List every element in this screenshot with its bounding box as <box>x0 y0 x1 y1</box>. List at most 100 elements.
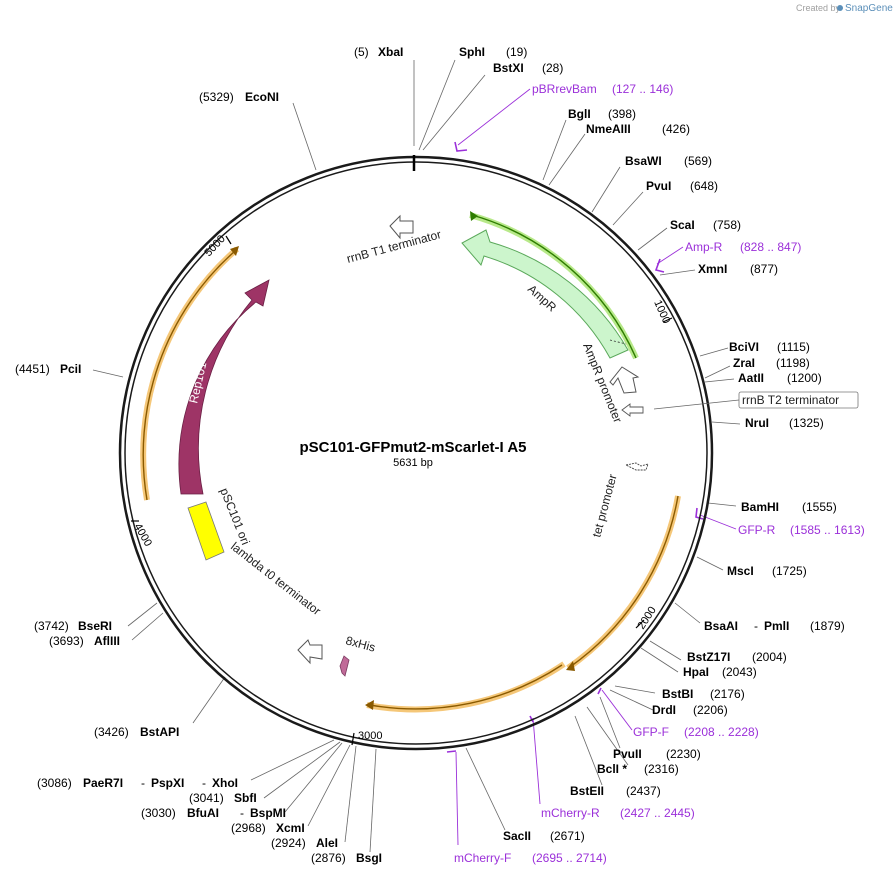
site-name-aflIII[interactable]: AflIII <box>94 634 120 648</box>
site-name-pmli[interactable]: PmlI <box>764 619 789 633</box>
primer-name-ampr[interactable]: Amp-R <box>685 240 723 254</box>
label-his-tag: 8xHis <box>344 633 377 654</box>
label-rrnb-t1: rrnB T1 terminator <box>345 227 442 266</box>
rep101-outer-arrowhead <box>230 246 239 256</box>
rrnb-t2-box: rrnB T2 terminator <box>653 391 859 410</box>
primer-name-mcherryr[interactable]: mCherry-R <box>541 806 600 820</box>
scale-ticks <box>131 235 673 746</box>
plasmid-name: pSC101-GFPmut2-mScarlet-I A5 <box>299 439 526 456</box>
site-name-bsgi[interactable]: BsgI <box>356 851 382 865</box>
primer-leaders <box>455 88 737 846</box>
site-name-scai[interactable]: ScaI <box>670 218 695 232</box>
primer-name-gfpf[interactable]: GFP-F <box>633 725 669 739</box>
site-name-bsawi[interactable]: BsaWI <box>625 154 662 168</box>
site-name-zrai[interactable]: ZraI <box>733 356 755 370</box>
site-pos-xmni: (877) <box>750 262 778 276</box>
site-name-alei[interactable]: AleI <box>316 836 338 850</box>
site-name-nrui[interactable]: NruI <box>745 416 769 430</box>
site-name-bgli[interactable]: BglI <box>568 107 591 121</box>
tick-3000: 3000 <box>358 730 382 742</box>
site-name-bstapi[interactable]: BstAPI <box>140 725 179 739</box>
site-pos-sphi: (19) <box>506 45 527 59</box>
site-name-pspxi[interactable]: PspXI <box>151 776 184 790</box>
primer-marks <box>446 141 704 753</box>
site-name-econi[interactable]: EcoNI <box>245 90 279 104</box>
site-name-drdi[interactable]: DrdI <box>652 703 676 717</box>
ampr-outer-arrowhead <box>470 211 478 221</box>
site-pos-pvuii: (2230) <box>666 747 701 761</box>
site-name-bstxi[interactable]: BstXI <box>493 61 524 75</box>
backbone <box>118 155 714 751</box>
site-name-pcii[interactable]: PciI <box>60 362 81 376</box>
label-tet-promoter: tet promoter <box>589 473 619 539</box>
label-rrnb-t2: rrnB T2 terminator <box>742 393 839 407</box>
primer-name-gfpr[interactable]: GFP-R <box>738 523 776 537</box>
site-pos-bstapi: (3426) <box>94 725 129 739</box>
site-pos-zrai: (1198) <box>776 356 810 370</box>
primer-range-mcherryr: (2427 .. 2445) <box>620 806 695 820</box>
site-name-bsaai[interactable]: BsaAI <box>704 619 738 633</box>
ampr-promoter-arrow <box>609 366 640 394</box>
site-name-xcmi[interactable]: XcmI <box>276 821 305 835</box>
site-name-bspmi[interactable]: BspMI <box>250 806 286 820</box>
gfp-arrowhead <box>566 661 575 671</box>
site-name-hpai[interactable]: HpaI <box>683 665 709 679</box>
site-pos-nmeaiii: (426) <box>662 122 690 136</box>
rrnb-t2-arrow <box>621 403 644 417</box>
site-name-xmni[interactable]: XmnI <box>698 262 727 276</box>
psc101-ori-feature <box>187 501 225 561</box>
primer-range-pbrrevbam: (127 .. 146) <box>612 82 673 96</box>
site-name-xhoi[interactable]: XhoI <box>212 776 238 790</box>
mscarlet-arc-glow <box>366 661 566 713</box>
site-pos-aflIII: (3693) <box>49 634 84 648</box>
rrnb-t1-arrow <box>389 214 414 240</box>
site-pos-bcivi: (1115) <box>777 340 810 354</box>
tick-1000: 1000 <box>651 298 672 325</box>
site-pos-bstbi: (2176) <box>710 687 745 701</box>
site-pos-xcmi: (2968) <box>231 821 266 835</box>
leader-lines <box>92 59 741 853</box>
ampr-outer-arc <box>471 214 637 359</box>
site-name-sphi[interactable]: SphI <box>459 45 485 59</box>
snapgene-watermark: Created by SnapGene <box>796 3 893 14</box>
site-name-bamhi[interactable]: BamHI <box>741 500 779 514</box>
site-sep-bfuai: - <box>240 806 244 820</box>
site-pos-bfuai: (3030) <box>141 806 176 820</box>
site-pos-bgli: (398) <box>608 107 636 121</box>
site-name-pvui[interactable]: PvuI <box>646 179 671 193</box>
primer-name-mcherryf[interactable]: mCherry-F <box>454 851 511 865</box>
primer-name-pbrrevbam[interactable]: pBRrevBam <box>532 82 597 96</box>
site-name-xbai[interactable]: XbaI <box>378 45 403 59</box>
site-name-sbfi[interactable]: SbfI <box>234 791 257 805</box>
primer-range-ampr: (828 .. 847) <box>740 240 801 254</box>
rep101-feature <box>178 279 270 495</box>
site-name-bfuai[interactable]: BfuAI <box>187 806 219 820</box>
primer-range-mcherryf: (2695 .. 2714) <box>532 851 607 865</box>
site-name-bcli[interactable]: BclI * <box>597 762 627 776</box>
site-name-aatii[interactable]: AatII <box>738 371 764 385</box>
site-pos-bsgi: (2876) <box>311 851 346 865</box>
site-name-msci[interactable]: MscI <box>727 564 754 578</box>
site-pos-scai: (758) <box>713 218 741 232</box>
site-name-pvuii[interactable]: PvuII <box>613 747 642 761</box>
site-pos-bsteii: (2437) <box>626 784 661 798</box>
primer-range-gfpf: (2208 .. 2228) <box>684 725 759 739</box>
site-pos-xbai: (5) <box>354 45 369 59</box>
site-name-sacii[interactable]: SacII <box>503 829 531 843</box>
site-pos-hpai: (2043) <box>722 665 757 679</box>
label-psc101-ori: pSC101 ori <box>217 486 252 547</box>
enzyme-sites: (5) XbaI SphI (19) BstXI (28) (5329) Eco… <box>15 45 845 865</box>
site-name-nmeaiii[interactable]: NmeAIII <box>586 122 631 136</box>
site-name-bsteii[interactable]: BstEII <box>570 784 604 798</box>
site-name-bstz17i[interactable]: BstZ17I <box>687 650 730 664</box>
site-sep-pspxi: - <box>202 776 206 790</box>
site-name-bstbi[interactable]: BstBI <box>662 687 693 701</box>
site-name-bseri[interactable]: BseRI <box>78 619 112 633</box>
site-name-paer7i[interactable]: PaeR7I <box>83 776 123 790</box>
primer-range-gfpr: (1585 .. 1613) <box>790 523 865 537</box>
site-pos-bsaai: (1879) <box>810 619 845 633</box>
site-name-bcivi[interactable]: BciVI <box>729 340 759 354</box>
lambda-t0-arrow <box>297 639 323 665</box>
site-pos-sbfi: (3041) <box>189 791 224 805</box>
site-pos-econi: (5329) <box>199 90 234 104</box>
